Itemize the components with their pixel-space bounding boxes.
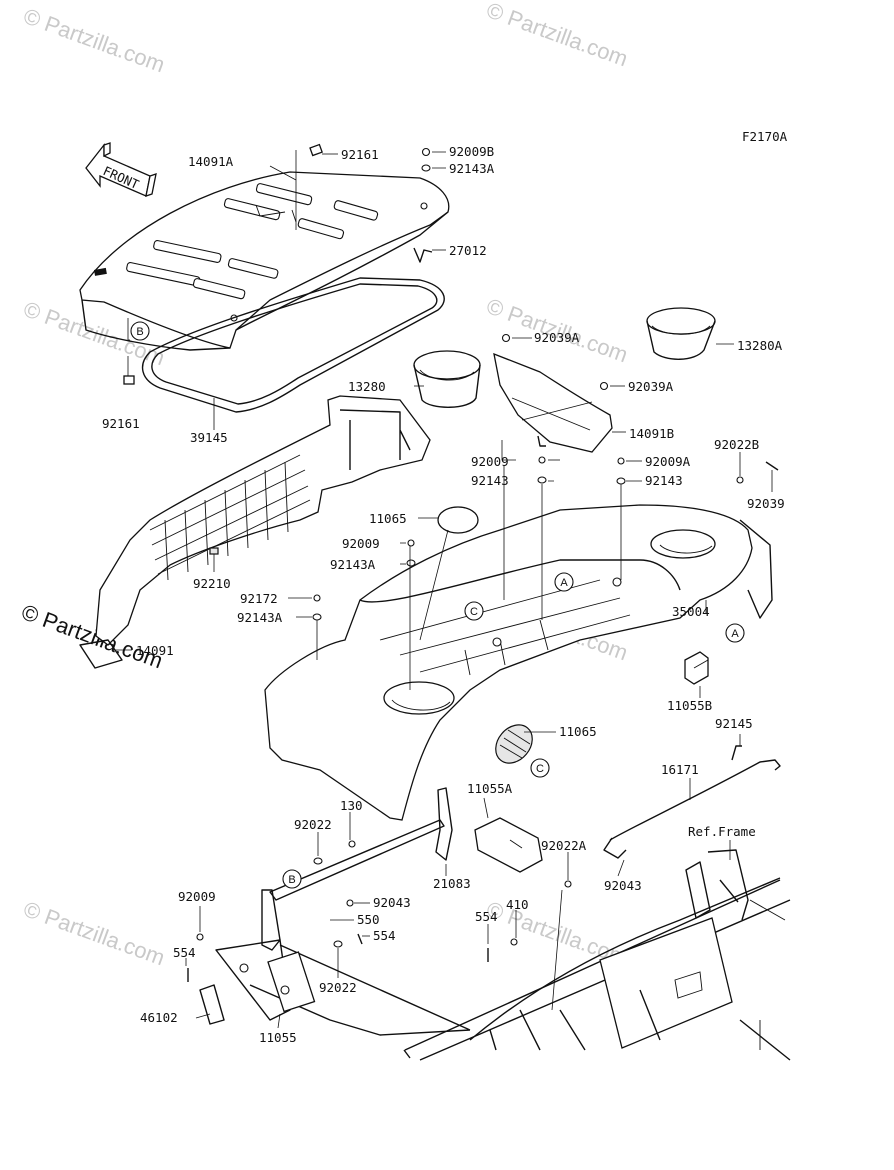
grille-14091 bbox=[79, 395, 431, 669]
diagram-code: F2170A bbox=[742, 129, 788, 144]
callout-92022a: 92022A bbox=[541, 838, 587, 853]
watermark-6: © Partzilla.com bbox=[20, 896, 168, 970]
callout-92009-mid: 92009 bbox=[471, 454, 509, 469]
callout-92009a: 92009A bbox=[645, 454, 691, 469]
bracket-21083 bbox=[435, 787, 453, 861]
fasteners bbox=[123, 143, 779, 982]
bracket-11055a bbox=[474, 817, 543, 873]
cup-holder-13280a bbox=[646, 307, 716, 360]
callout-92022-lower: 92022 bbox=[319, 980, 357, 995]
callout-92143-right: 92143 bbox=[645, 473, 683, 488]
callout-130: 130 bbox=[340, 798, 363, 813]
leader-lines bbox=[112, 150, 773, 1029]
bracket-11055b bbox=[684, 651, 709, 685]
marker-a-2: A bbox=[725, 623, 745, 643]
callout-21083: 21083 bbox=[433, 876, 471, 891]
svg-text:B: B bbox=[288, 874, 295, 886]
panel-14091b bbox=[493, 352, 613, 453]
watermark-main: © Partzilla.com bbox=[18, 599, 166, 673]
callout-14091: 14091 bbox=[136, 643, 174, 658]
callout-92043-left: 92043 bbox=[373, 895, 411, 910]
callout-13280a: 13280A bbox=[737, 338, 783, 353]
callout-92161-left: 92161 bbox=[102, 416, 140, 431]
callout-92039: 92039 bbox=[747, 496, 785, 511]
callout-550: 550 bbox=[357, 912, 380, 927]
callout-92009-left: 92009 bbox=[342, 536, 380, 551]
callout-92161-top: 92161 bbox=[341, 147, 379, 162]
callout-11065-mid: 11065 bbox=[559, 724, 597, 739]
callout-92009-bottom: 92009 bbox=[178, 889, 216, 904]
callout-39145: 39145 bbox=[190, 430, 228, 445]
callout-410: 410 bbox=[506, 897, 529, 912]
cover-11065-b bbox=[495, 724, 533, 764]
callout-11055a: 11055A bbox=[467, 781, 513, 796]
callout-554-mid: 554 bbox=[373, 928, 396, 943]
callout-92143-mid: 92143 bbox=[471, 473, 509, 488]
callout-46102: 46102 bbox=[140, 1010, 178, 1025]
support-bar bbox=[199, 819, 471, 1036]
callout-35004: 35004 bbox=[672, 604, 710, 619]
marker-c-1: C bbox=[464, 601, 484, 621]
roof-14091a bbox=[79, 171, 450, 351]
callout-92143a-mid: 92143A bbox=[330, 557, 376, 572]
callout-11055b: 11055B bbox=[667, 698, 712, 713]
cover-11065-a bbox=[437, 506, 479, 534]
callout-92145: 92145 bbox=[715, 716, 753, 731]
ref-frame-label: Ref.Frame bbox=[688, 824, 756, 839]
svg-text:B: B bbox=[136, 326, 143, 338]
callout-92039a-upper: 92039A bbox=[534, 330, 580, 345]
marker-a-1: A bbox=[554, 572, 574, 592]
svg-text:C: C bbox=[470, 606, 478, 618]
marker-b-2: B bbox=[282, 869, 302, 889]
callout-labels: 14091A 92161 92009B 92143A 27012 92039A … bbox=[102, 144, 785, 1045]
seal-39145 bbox=[141, 277, 445, 413]
callout-14091b: 14091B bbox=[629, 426, 674, 441]
callout-11055: 11055 bbox=[259, 1030, 297, 1045]
callout-92172: 92172 bbox=[240, 591, 278, 606]
callout-92043-right: 92043 bbox=[604, 878, 642, 893]
callout-554-left: 554 bbox=[173, 945, 196, 960]
callout-92143a-low: 92143A bbox=[237, 610, 283, 625]
callout-16171: 16171 bbox=[661, 762, 699, 777]
marker-b-1: B bbox=[130, 321, 150, 341]
watermark-1: © Partzilla.com bbox=[20, 3, 168, 77]
marker-c-2: C bbox=[530, 758, 550, 778]
callout-92143a-top: 92143A bbox=[449, 161, 495, 176]
callout-27012: 27012 bbox=[449, 243, 487, 258]
watermark-2: © Partzilla.com bbox=[483, 0, 631, 71]
callout-92022b: 92022B bbox=[714, 437, 759, 452]
callout-92210: 92210 bbox=[193, 576, 231, 591]
ref-frame bbox=[403, 849, 791, 1061]
svg-text:A: A bbox=[560, 577, 568, 589]
callout-11065-top: 11065 bbox=[369, 511, 407, 526]
cup-holder-13280 bbox=[413, 350, 481, 408]
front-arrow: FRONT bbox=[85, 142, 157, 197]
callout-14091a: 14091A bbox=[188, 154, 234, 169]
callout-92009b: 92009B bbox=[449, 144, 494, 159]
callout-554-right: 554 bbox=[475, 909, 498, 924]
bed-35004 bbox=[264, 504, 773, 821]
callout-92022-upper: 92022 bbox=[294, 817, 332, 832]
callout-92039a-lower: 92039A bbox=[628, 379, 674, 394]
svg-text:A: A bbox=[731, 628, 739, 640]
callout-13280: 13280 bbox=[348, 379, 386, 394]
svg-text:C: C bbox=[536, 763, 544, 775]
